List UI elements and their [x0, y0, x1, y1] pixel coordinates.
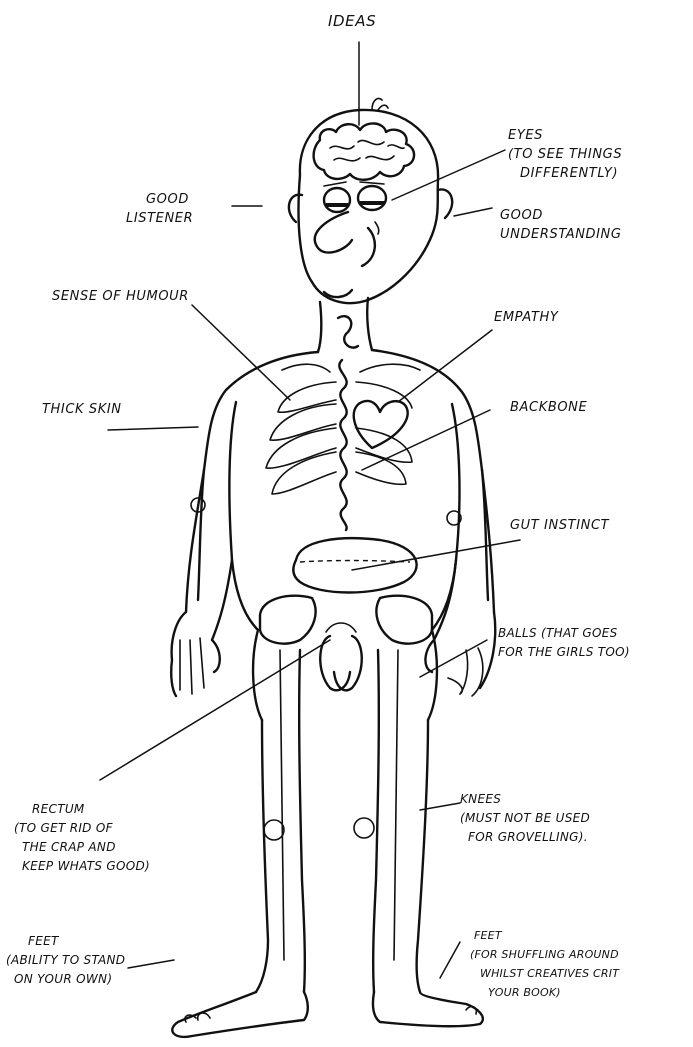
neck [318, 298, 372, 352]
legs [256, 650, 428, 992]
label-sense-of-humour-line: SENSE OF HUMOUR [52, 287, 189, 306]
stomach [293, 538, 416, 592]
label-backbone: BACKBONE [510, 398, 587, 417]
head [289, 98, 452, 303]
label-knees-line-3: FOR GROVELLING). [460, 828, 590, 847]
label-thick-skin: THICK SKIN [42, 400, 122, 419]
label-rectum-line-1: RECTUM [14, 800, 150, 819]
label-rectum-line-2: (TO GET RID OF [14, 819, 150, 838]
brain [314, 123, 414, 179]
pelvis [260, 596, 432, 644]
label-eyes: EYES (TO SEE THINGS DIFFERENTLY) [508, 126, 622, 183]
label-rectum-line-3: THE CRAP AND [14, 838, 150, 857]
label-feet-left-line-1: FEET [6, 932, 125, 951]
label-feet-right-line-1: FEET [470, 926, 619, 945]
spine [339, 360, 346, 530]
torso [198, 350, 488, 720]
label-empathy: EMPATHY [494, 308, 558, 327]
label-rectum: RECTUM (TO GET RID OF THE CRAP AND KEEP … [14, 800, 150, 876]
label-good-understanding-line-1: GOOD [500, 206, 622, 225]
label-empathy-line: EMPATHY [494, 308, 558, 327]
label-balls-line-2: FOR THE GIRLS TOO) [498, 643, 630, 662]
label-feet-left-line-2: (ABILITY TO STAND [6, 951, 125, 970]
label-gut-instinct: GUT INSTINCT [510, 516, 609, 535]
label-feet-left: FEET (ABILITY TO STAND ON YOUR OWN) [6, 932, 125, 989]
label-balls-line-1: BALLS (THAT GOES [498, 624, 630, 643]
label-good-listener: GOOD LISTENER [126, 190, 193, 228]
label-good-understanding-line-2: UNDERSTANDING [500, 225, 622, 244]
label-backbone-line: BACKBONE [510, 398, 587, 417]
label-feet-right-line-2: (FOR SHUFFLING AROUND [470, 945, 619, 964]
label-ideas: IDEAS [328, 12, 376, 31]
label-eyes-line-1: EYES [508, 126, 622, 145]
leader-lines [100, 42, 520, 978]
label-good-listener-line-2: LISTENER [126, 209, 193, 228]
label-good-listener-line-1: GOOD [126, 190, 193, 209]
label-thick-skin-line: THICK SKIN [42, 400, 122, 419]
genitals [320, 623, 362, 690]
label-knees-line-2: (MUST NOT BE USED [460, 809, 590, 828]
label-feet-left-line-3: ON YOUR OWN) [6, 970, 125, 989]
label-knees-line-1: KNEES [460, 790, 590, 809]
label-eyes-line-2: (TO SEE THINGS [508, 145, 622, 164]
label-balls: BALLS (THAT GOES FOR THE GIRLS TOO) [498, 624, 630, 662]
label-feet-right-line-3: WHILST CREATIVES CRIT [470, 964, 619, 983]
label-feet-right: FEET (FOR SHUFFLING AROUND WHILST CREATI… [470, 926, 619, 1002]
heart [354, 401, 408, 448]
feet [172, 992, 483, 1037]
label-sense-of-humour: SENSE OF HUMOUR [52, 287, 189, 306]
label-feet-right-line-4: YOUR BOOK) [470, 983, 619, 1002]
label-knees: KNEES (MUST NOT BE USED FOR GROVELLING). [460, 790, 590, 847]
label-good-understanding: GOOD UNDERSTANDING [500, 206, 622, 244]
label-eyes-line-3: DIFFERENTLY) [508, 164, 622, 183]
label-gut-instinct-line: GUT INSTINCT [510, 516, 609, 535]
label-ideas-line: IDEAS [328, 12, 376, 31]
label-rectum-line-4: KEEP WHATS GOOD) [14, 857, 150, 876]
face [315, 182, 386, 297]
